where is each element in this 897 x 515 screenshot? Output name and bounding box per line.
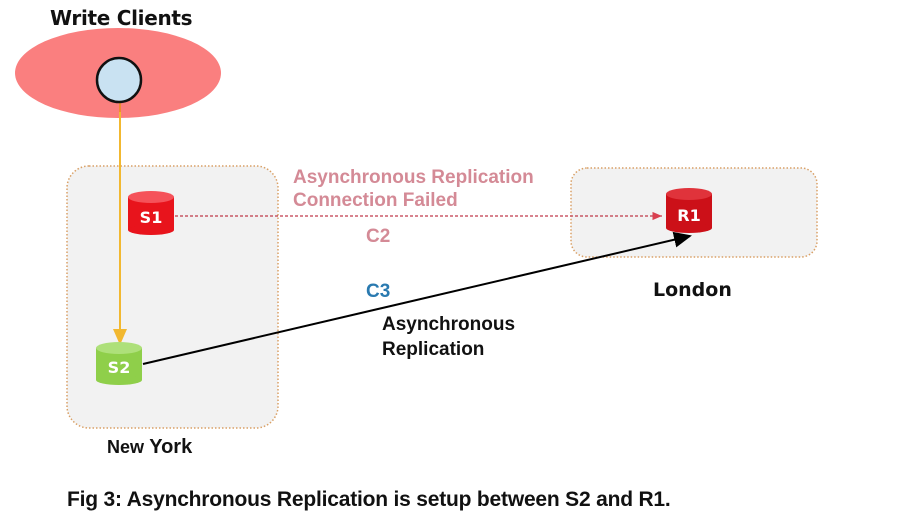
s1-database-node[interactable]: S1 (128, 191, 174, 235)
write-clients-label: Write Clients (50, 6, 193, 30)
r1-database-node[interactable]: R1 (666, 188, 712, 233)
new-york-label-part1: New (107, 437, 145, 457)
s1-label: S1 (140, 208, 163, 227)
write-client-node[interactable] (95, 56, 143, 104)
c3-label-line2: Replication (382, 339, 485, 360)
c3-label-line1: Asynchronous (382, 314, 516, 335)
c2-connection-label: Asynchronous Replication Connection Fail… (293, 166, 534, 212)
c2-id-label: C2 (366, 226, 391, 247)
new-york-label-part2: York (149, 436, 193, 458)
c3-id-label: C3 (366, 281, 391, 302)
r1-label: R1 (677, 206, 700, 225)
s2-label: S2 (108, 358, 131, 377)
c3-connection-label: Asynchronous Replication (382, 312, 515, 362)
london-region-label: London (653, 279, 732, 301)
figure-caption: Fig 3: Asynchronous Replication is setup… (67, 488, 671, 511)
new-york-region-label: New York (107, 436, 192, 459)
c2-label-line1: Asynchronous Replication (293, 167, 534, 188)
c2-label-line2: Connection Failed (293, 190, 458, 211)
c3-connection (142, 231, 692, 365)
s2-database-node[interactable]: S2 (96, 342, 142, 385)
